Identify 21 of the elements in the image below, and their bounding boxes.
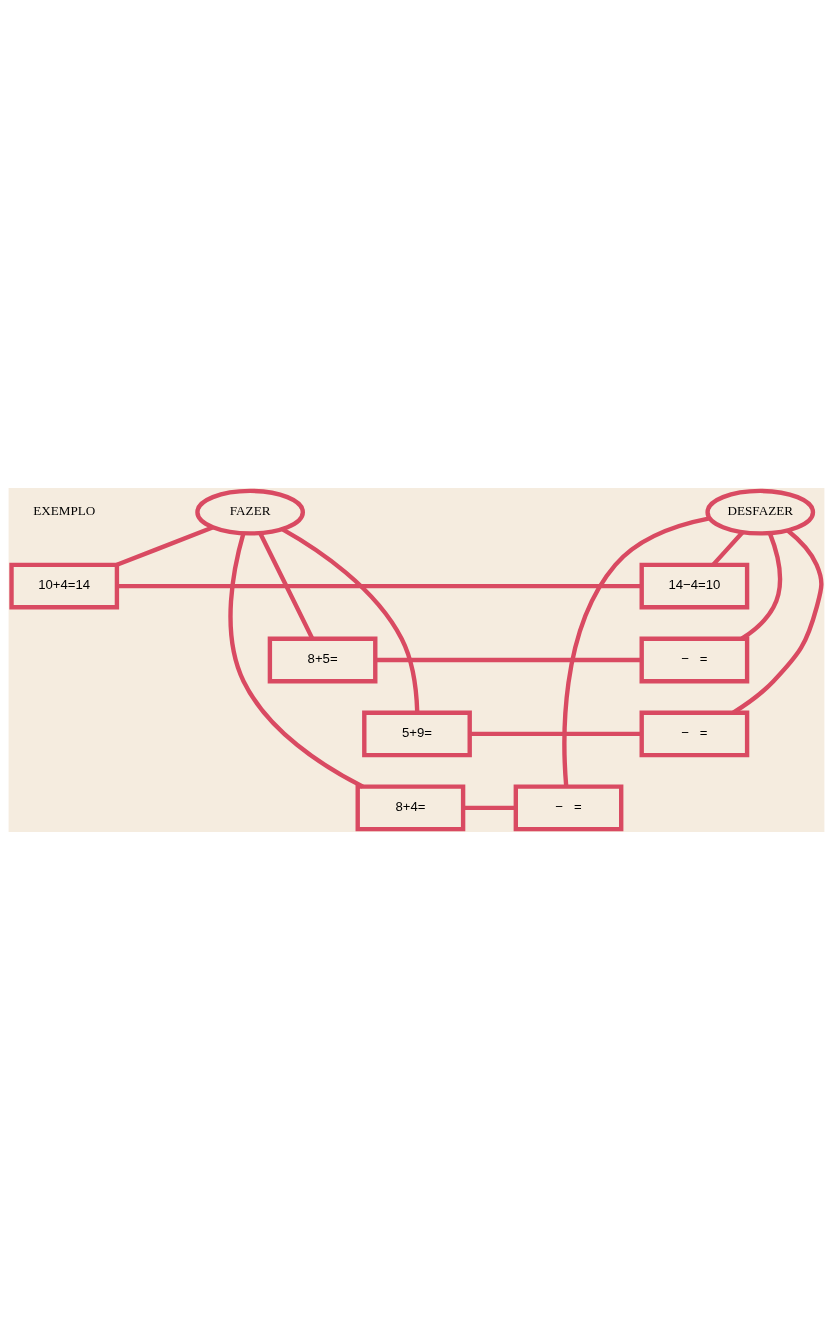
- connector: [469, 731, 642, 736]
- node-box: 5+9=: [362, 710, 472, 757]
- label: EXEMPLO: [33, 502, 96, 518]
- connector: [281, 526, 420, 713]
- node-box: 8+4=: [355, 783, 466, 831]
- connector: [562, 515, 710, 787]
- connector: [732, 528, 824, 714]
- connector: [463, 805, 516, 810]
- connector: [116, 524, 214, 567]
- node-ellipse: DESFAZER: [705, 488, 816, 536]
- node-box: 10+4=14: [9, 562, 120, 609]
- node-box: 8+5=: [267, 636, 378, 683]
- node-box: − =: [639, 636, 750, 683]
- connector: [117, 583, 642, 588]
- connector: [228, 532, 364, 789]
- node-box: − =: [639, 710, 750, 757]
- node-ellipse: FAZER: [195, 488, 305, 536]
- connector: [375, 657, 642, 662]
- connector: [711, 530, 745, 566]
- node-box: − =: [513, 783, 624, 831]
- node-box: 14−4=10: [639, 562, 750, 609]
